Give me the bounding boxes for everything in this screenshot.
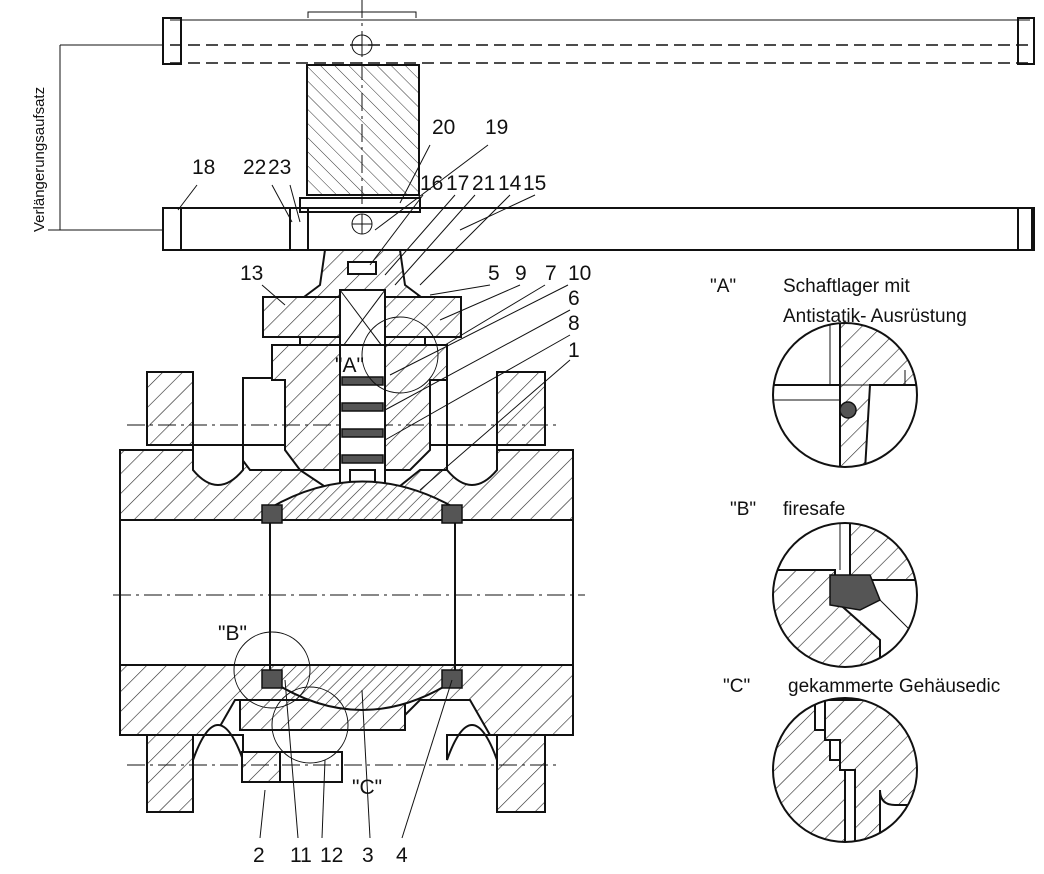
detail-a-view: [772, 322, 918, 468]
part-5: 5: [488, 262, 500, 285]
extension-handle: [162, 11, 1035, 65]
lower-handle: [162, 197, 1035, 251]
leader-lines: [177, 144, 571, 839]
part-22: 22: [243, 156, 266, 179]
detail-c-marker: "C": [723, 676, 750, 697]
part-23: 23: [268, 156, 291, 179]
detail-b-line1: firesafe: [783, 499, 845, 520]
part-19: 19: [485, 116, 508, 139]
part-3: 3: [362, 844, 374, 867]
part-9: 9: [515, 262, 527, 285]
part-2: 2: [253, 844, 265, 867]
detail-b-view: [772, 522, 918, 668]
part-20: 20: [432, 116, 455, 139]
part-15: 15: [523, 172, 546, 195]
part-18: 18: [192, 156, 215, 179]
stem: [339, 344, 386, 511]
extension-shaft: [306, 64, 420, 196]
detail-b-marker: "B": [730, 499, 756, 520]
detail-a-marker: "A": [710, 276, 736, 297]
ball: [261, 480, 463, 711]
part-11: 11: [290, 844, 312, 867]
marker-a: "A": [335, 354, 364, 377]
detail-c-view: [772, 697, 918, 843]
part-21: 21: [472, 172, 495, 195]
extension-dimension: [48, 44, 163, 231]
part-1: 1: [568, 339, 580, 362]
part-14: 14: [498, 172, 522, 195]
part-6: 6: [568, 287, 580, 310]
part-10: 10: [568, 262, 591, 285]
part-8: 8: [568, 312, 580, 335]
part-13: 13: [240, 262, 263, 285]
detail-a-line1: Schaftlager mit: [783, 276, 910, 297]
part-12: 12: [320, 844, 343, 867]
marker-c: "C": [352, 776, 382, 799]
stem-housing: [262, 249, 462, 351]
marker-b: "B": [218, 622, 247, 645]
detail-c-line1: gekammerte Gehäusedic: [788, 676, 1000, 697]
part-17: 17: [446, 172, 469, 195]
extension-label: Verlängerungsaufsatz: [31, 87, 48, 232]
part-16: 16: [420, 172, 443, 195]
part-7: 7: [545, 262, 557, 285]
part-4: 4: [396, 844, 408, 867]
detail-a-line2: Antistatik- Ausrüstung: [783, 306, 967, 327]
